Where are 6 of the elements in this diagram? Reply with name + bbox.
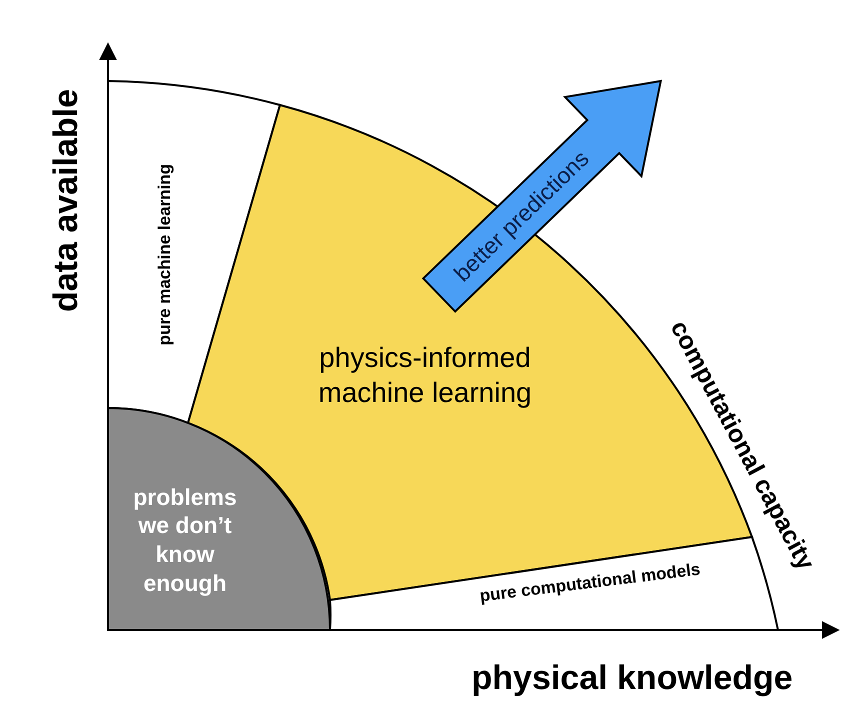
axis-label: physical knowledge [472,658,793,698]
axis-label: data available [46,88,86,312]
region-label: physics-informed machine learning [317,341,533,410]
region-label: problems we don’t know enough [132,482,238,598]
region-label: pure computational models [478,560,702,606]
region-label: pure machine learning [154,164,176,346]
